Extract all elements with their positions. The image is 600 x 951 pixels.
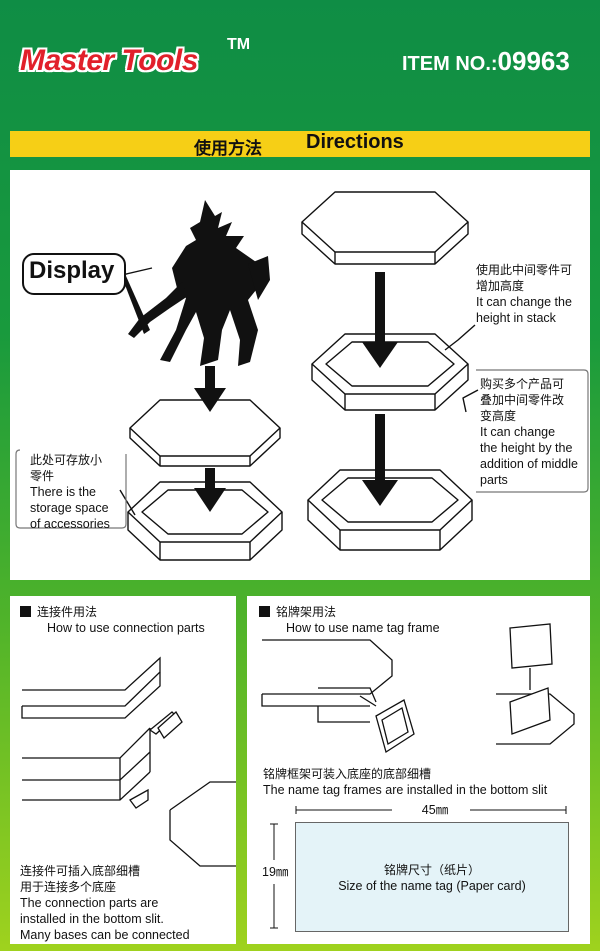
item-number-value: 09963: [497, 46, 570, 76]
name-tag-description: 铭牌框架可装入底座的底部细槽 The name tag frames are i…: [263, 766, 547, 798]
connection-heading-zh: 连接件用法: [37, 605, 98, 619]
callout-multiple-products: 购买多个产品可 叠加中间零件改 变高度 It can change the he…: [480, 376, 578, 488]
leader-storage: [119, 489, 136, 516]
connection-parts-illustration: [21, 656, 236, 867]
card-size-en: Size of the name tag (Paper card): [338, 879, 526, 893]
connection-heading-en: How to use connection parts: [47, 621, 205, 635]
dimension-lines: [270, 806, 567, 929]
name-tag-heading-en: How to use name tag frame: [286, 621, 440, 635]
callout-storage: 此处可存放小 零件 There is the storage space of …: [30, 452, 110, 532]
callout-storage-zh-2: 零件: [30, 469, 55, 483]
callout-multi-en-2: the height by the: [480, 441, 573, 455]
callout-stack-zh-1: 使用此中间零件可: [476, 263, 573, 277]
hex-middle-ring: [311, 333, 469, 411]
name-tag-heading: 铭牌架用法 How to use name tag frame: [259, 604, 440, 636]
name-tag-card: [295, 822, 569, 932]
callout-stack-zh-2: 增加高度: [476, 279, 525, 293]
brand-logo: Master Tools: [20, 44, 198, 77]
leader-display: [121, 267, 153, 276]
bullet-square-icon: [20, 606, 31, 617]
callout-multi-en-4: parts: [480, 473, 508, 487]
bullet-square-icon: [259, 606, 270, 617]
connection-desc-zh-2: 用于连接多个底座: [20, 880, 117, 894]
name-tag-frame-illustration: [261, 623, 575, 754]
callout-storage-en-2: storage space: [30, 501, 109, 515]
connection-desc-zh-1: 连接件可插入底部细槽: [20, 864, 141, 878]
display-label: Display: [29, 257, 115, 284]
callout-multi-zh-3: 变高度: [480, 409, 517, 423]
name-tag-desc-zh: 铭牌框架可装入底座的底部细槽: [263, 767, 432, 781]
callout-stack-en-2: height in stack: [476, 311, 556, 325]
item-number-prefix: ITEM NO.:: [402, 53, 498, 75]
connection-desc-en-1: The connection parts are: [20, 896, 159, 910]
hex-base-tray-right: [307, 469, 473, 551]
item-number-label: ITEM NO.:09963: [402, 46, 570, 77]
callout-multi-en-3: addition of middle: [480, 457, 578, 471]
hex-base-tray-left: [127, 481, 283, 561]
directions-title-zh: 使用方法: [194, 139, 262, 159]
connection-desc-en-2: installed in the bottom slit.: [20, 912, 164, 926]
card-size-zh: 铭牌尺寸（纸片）: [383, 863, 480, 877]
callout-multi-en-1: It can change: [480, 425, 556, 439]
hex-top-lid-right: [301, 191, 469, 265]
name-tag-heading-zh: 铭牌架用法: [276, 605, 337, 619]
connection-description: 连接件可插入底部细槽 用于连接多个底座 The connection parts…: [20, 863, 190, 943]
name-tag-card-text: 铭牌尺寸（纸片） Size of the name tag (Paper car…: [295, 862, 569, 894]
callout-storage-en-1: There is the: [30, 485, 97, 499]
display-directions-panel: [10, 170, 590, 580]
connection-parts-panel: [10, 596, 236, 944]
robot-figure-silhouette: [120, 200, 270, 366]
callout-stack-en-1: It can change the: [476, 295, 572, 309]
leader-multi: [462, 389, 479, 413]
connection-heading: 连接件用法 How to use connection parts: [20, 604, 205, 636]
callout-storage-zh-1: 此处可存放小: [30, 453, 103, 467]
trademark-mark: TM: [227, 36, 251, 53]
connection-desc-en-3: Many bases can be connected: [20, 928, 190, 942]
directions-title-en: Directions: [306, 131, 404, 153]
callout-stack-height: 使用此中间零件可 增加高度 It can change the height i…: [476, 262, 572, 326]
card-width-label: 45㎜: [421, 803, 449, 817]
callout-multi-zh-1: 购买多个产品可: [480, 377, 565, 391]
display-callout-bubble: [22, 253, 126, 295]
hex-top-lid-left: [129, 399, 281, 467]
leader-stack: [444, 324, 476, 351]
card-height-label: 19㎜: [262, 865, 289, 879]
callout-storage-en-3: of accessories: [30, 517, 110, 531]
directions-title-band: [10, 131, 590, 157]
stack-arrows: [194, 272, 398, 512]
name-tag-desc-en: The name tag frames are installed in the…: [263, 783, 548, 797]
callout-multi-zh-2: 叠加中间零件改: [480, 393, 565, 407]
